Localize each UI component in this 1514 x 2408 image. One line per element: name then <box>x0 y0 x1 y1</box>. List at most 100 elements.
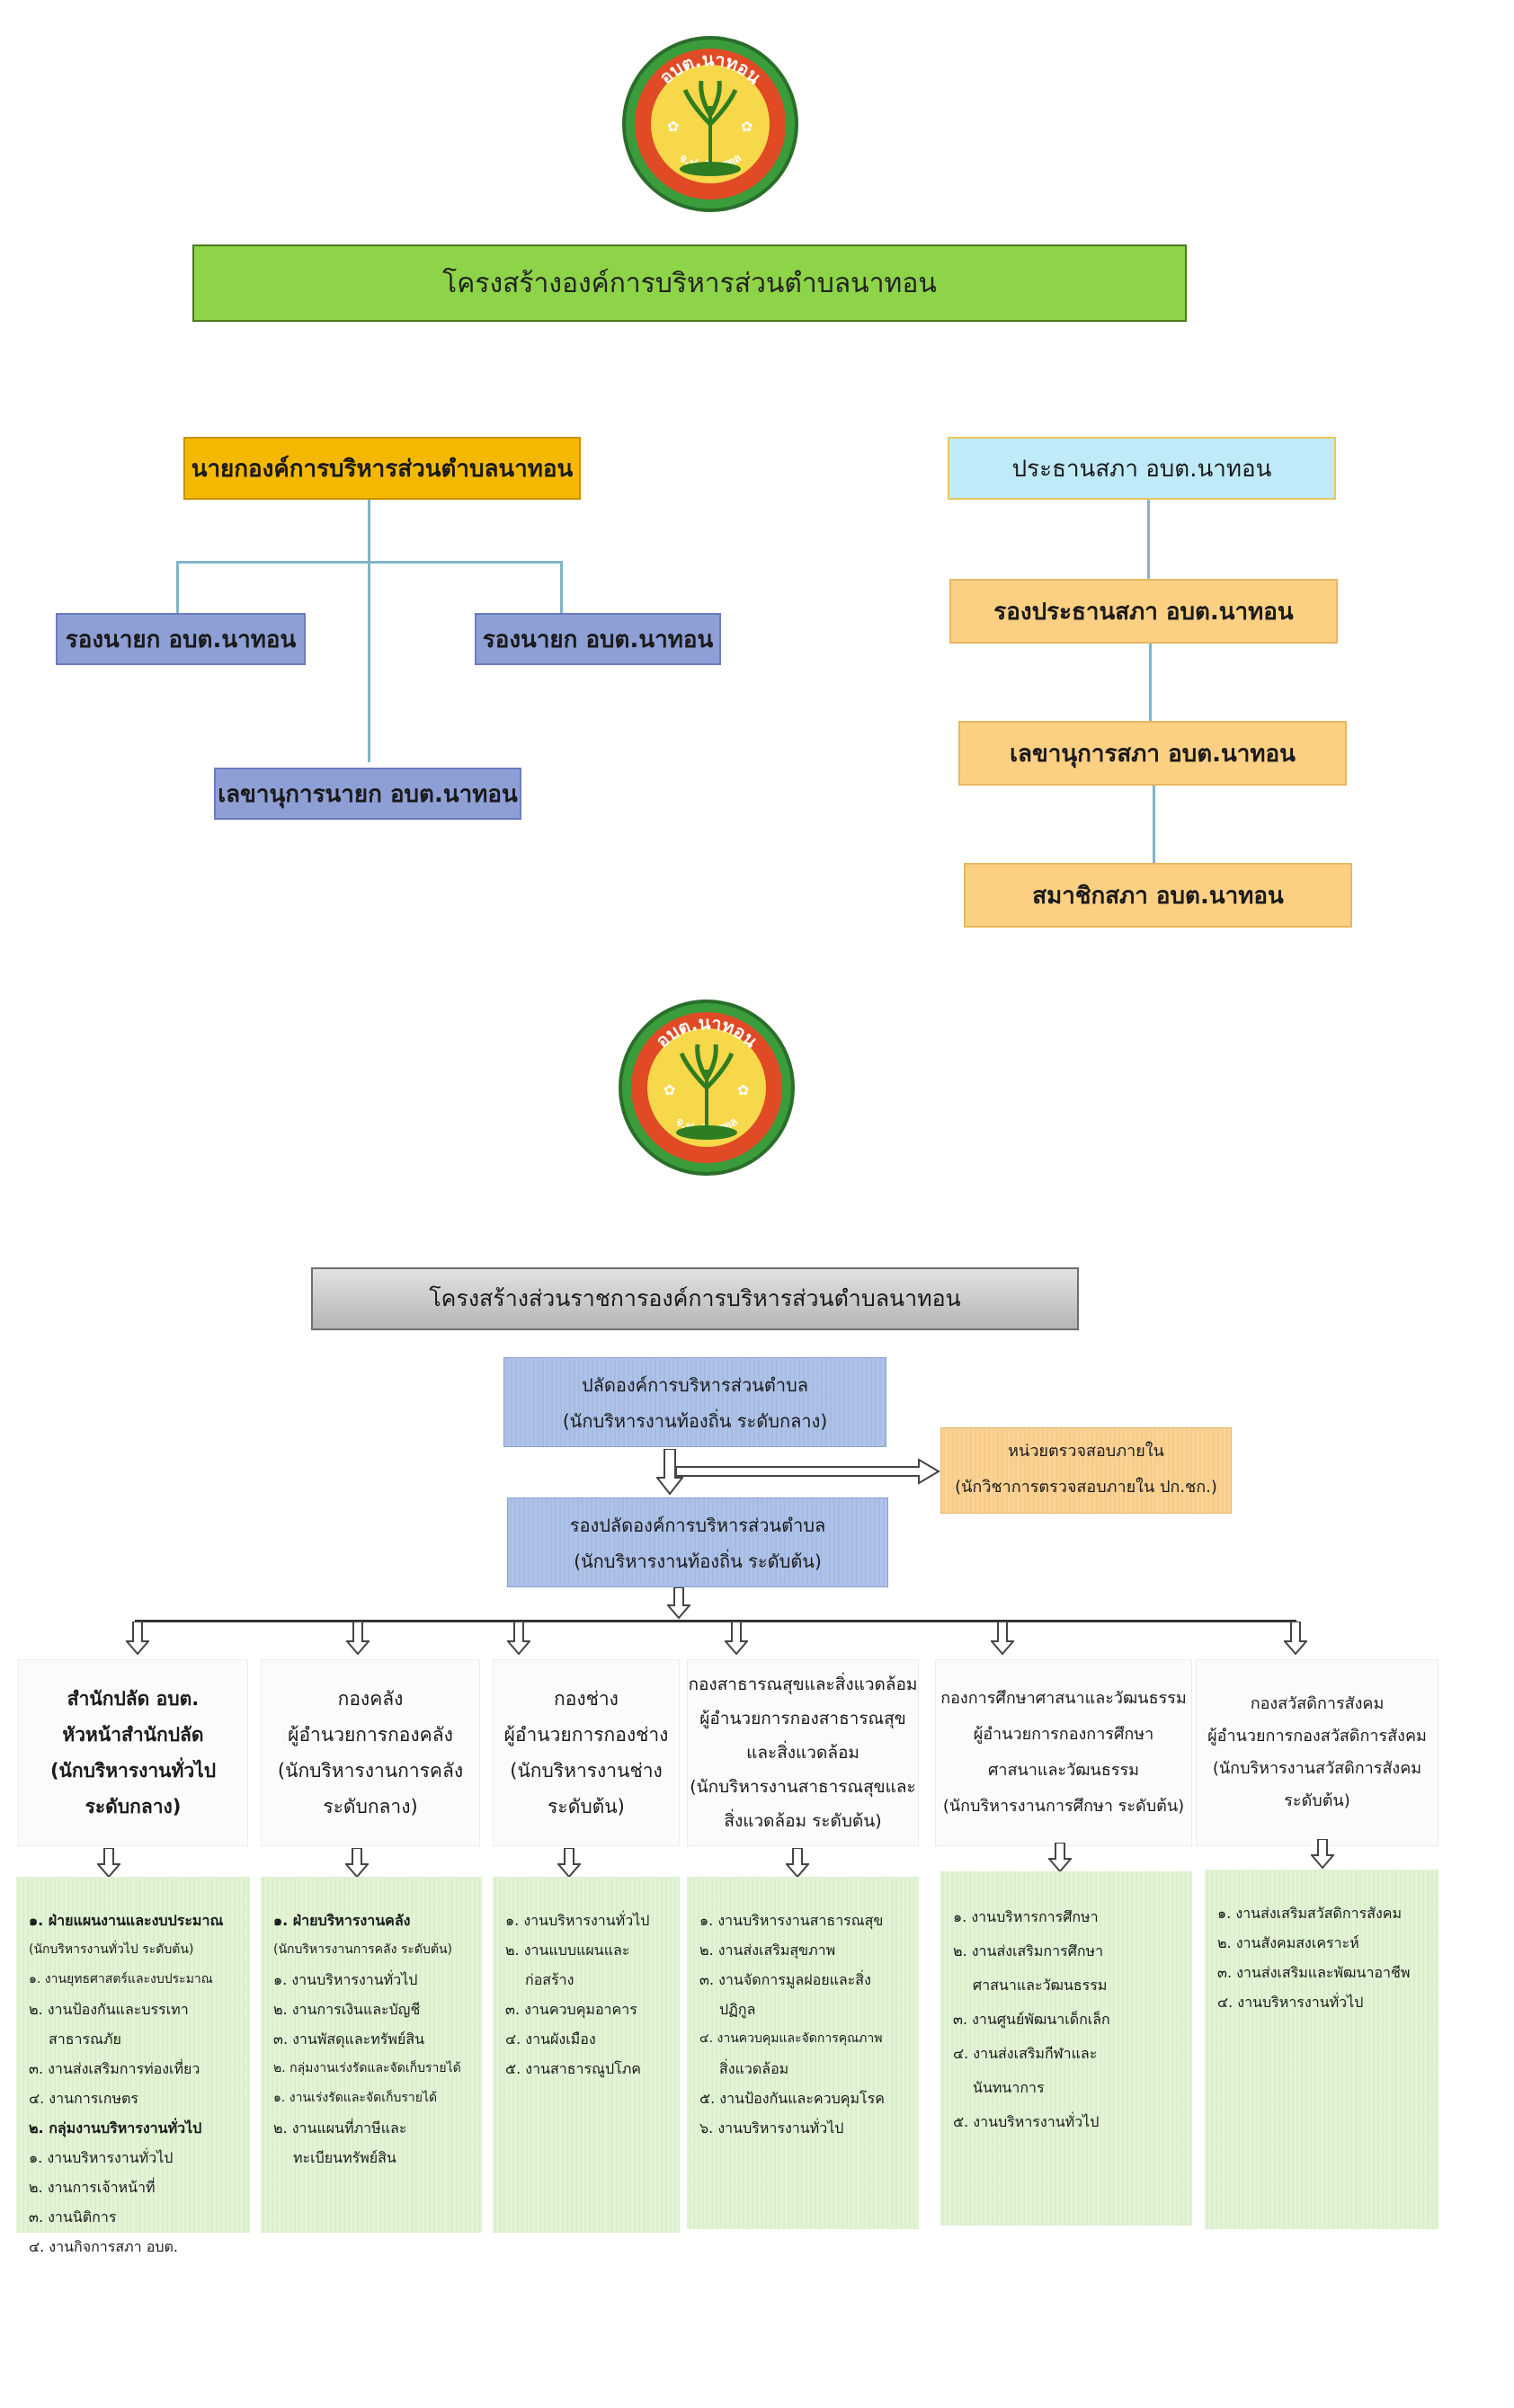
task-item: ๑. งานบริหารงานสาธารณสุข <box>699 1912 884 1929</box>
division-box-3: กองช่าง ผู้อำนวยการกองช่าง (นักบริหารงาน… <box>493 1659 680 1846</box>
audit-box: หน่วยตรวจสอบภายใน (นักวิชาการตรวจสอบภายใ… <box>940 1427 1232 1514</box>
tasks-box-3: ๑. งานบริหารงานทั่วไป ๒. งานแบบแผนและ ก่… <box>493 1877 680 2233</box>
arrow-to-audit <box>676 1458 940 1485</box>
task-item: ๒. งานแผนที่ภาษีและ <box>273 2119 407 2137</box>
task-item: ทะเบียนทรัพย์สิน <box>293 2149 396 2166</box>
division-6-line-3: (นักบริหารงานสวัสดิการสังคม <box>1212 1759 1422 1778</box>
task-item: ก่อสร้าง <box>525 1971 574 1988</box>
clerk-line2: (นักบริหารงานท้องถิ่น ระดับกลาง) <box>562 1410 828 1432</box>
division-6-line-1: กองสวัสดิการสังคม <box>1250 1694 1385 1713</box>
division-5-line-1: กองการศึกษาศาสนาและวัฒนธรรม <box>940 1689 1187 1708</box>
task-item: ๒. กลุ่มงานบริหารงานทั่วไป <box>29 2119 202 2137</box>
division-box-6: กองสวัสดิการสังคม ผู้อำนวยการกองสวัสดิกา… <box>1196 1659 1438 1846</box>
council-vice-chair-box: รองประธานสภา อบต.นาทอน <box>949 579 1338 644</box>
svg-text:✿: ✿ <box>663 1081 675 1098</box>
task-item: ๓. งานควบคุมอาคาร <box>505 2001 637 2018</box>
tasks-box-1: ๑. ฝ่ายแผนงานและงบประมาณ (นักบริหารงานทั… <box>16 1877 250 2255</box>
task-item: (นักบริหารงานการคลัง ระดับต้น) <box>273 1942 453 1957</box>
task-item: ๓. งานนิติการ <box>29 2208 117 2226</box>
division-2-line-1: กองคลัง <box>337 1688 404 1710</box>
task-item: ๑. งานบริหารการศึกษา <box>953 1908 1099 1925</box>
task-item: ๒. งานการเจ้าหน้าที่ <box>29 2179 156 2196</box>
tasks-box-5: ๑. งานบริหารการศึกษา ๒. งานส่งเสริมการศึ… <box>940 1871 1192 2226</box>
task-item: ๓. งานศูนย์พัฒนาเด็กเล็ก <box>953 2011 1110 2028</box>
task-item: ศาสนาและวัฒนธรรม <box>973 1977 1108 1994</box>
svg-text:✿: ✿ <box>737 1081 749 1098</box>
task-item: สิ่งแวดล้อม <box>719 2060 789 2077</box>
arrow-to-tasks-5 <box>1048 1843 1072 1873</box>
svg-text:✿: ✿ <box>741 118 753 135</box>
task-item: ๑. งานบริหารงานทั่วไป <box>273 1971 418 1988</box>
deputy-clerk-box: รองปลัดองค์การบริหารส่วนตำบล (นักบริหารง… <box>507 1497 888 1587</box>
tasks-box-6: ๑. งานส่งเสริมสวัสดิการสังคม ๒. งานสังคม… <box>1205 1870 1438 2229</box>
arrow-to-tasks-6 <box>1311 1839 1334 1870</box>
task-item: ๔. งานกิจการสภา อบต. <box>29 2238 178 2255</box>
task-item: ๑. ฝ่ายแผนงานและงบประมาณ <box>29 1912 224 1929</box>
task-item: ๑. งานบริหารงานทั่วไป <box>505 1912 650 1929</box>
deputy-clerk-line1: รองปลัดองค์การบริหารส่วนตำบล <box>569 1515 826 1536</box>
task-item: ๑. ฝ่ายบริหารงานคลัง <box>273 1912 411 1929</box>
division-6-line-2: ผู้อำนวยการกองสวัสดิการสังคม <box>1207 1727 1427 1746</box>
task-item: ๑. งานบริหารงานทั่วไป <box>29 2149 174 2166</box>
council-member-box: สมาชิกสภา อบต.นาทอน <box>964 863 1352 928</box>
deputy-mayor-left-box: รองนายก อบต.นาทอน <box>56 613 306 665</box>
division-5-line-3: ศาสนาและวัฒนธรรม <box>987 1761 1140 1780</box>
task-item: ๒. งานส่งเสริมสุขภาพ <box>699 1942 836 1959</box>
task-item: ๕. งานสาธารณูปโภค <box>505 2060 641 2077</box>
clerk-box: ปลัดองค์การบริหารส่วนตำบล (นักบริหารงานท… <box>503 1357 886 1447</box>
organization-logo-bottom: อบต.นาทอน จ.ทุ่มต้น สตูล ✿ ✿ <box>619 1000 795 1176</box>
arrow-to-tasks-4 <box>786 1848 809 1879</box>
division-5-line-2: ผู้อำนวยการกองการศึกษา <box>973 1725 1154 1744</box>
arrow-clerk-to-deputy <box>656 1449 683 1496</box>
division-box-4: กองสาธารณสุขและสิ่งแวดล้อม ผู้อำนวยการกอ… <box>687 1659 919 1846</box>
division-box-1: สำนักปลัด อบต. หัวหน้าสำนักปลัด (นักบริห… <box>18 1659 248 1846</box>
task-item: ปฏิกูล <box>719 2001 756 2018</box>
task-item: (นักบริหารงานทั่วไป ระดับต้น) <box>29 1942 194 1957</box>
division-box-5: กองการศึกษาศาสนาและวัฒนธรรม ผู้อำนวยการก… <box>935 1659 1192 1846</box>
organization-logo-top: อบต.นาทอน จ.ทุ่มต้น สตูล ✿ ✿ <box>622 36 798 212</box>
division-1-line-3: (นักบริหารงานทั่วไป <box>49 1760 217 1782</box>
tasks-box-4: ๑. งานบริหารงานสาธารณสุข ๒. งานส่งเสริมส… <box>687 1877 919 2229</box>
chart2-title: โครงสร้างส่วนราชการองค์การบริหารส่วนตำบล… <box>311 1267 1079 1330</box>
division-3-line-2: ผู้อำนวยการกองช่าง <box>503 1724 669 1746</box>
arrow-to-tasks-2 <box>345 1848 369 1879</box>
arrow-to-division-5 <box>991 1622 1014 1656</box>
division-3-line-3: (นักบริหารงานช่าง <box>510 1760 663 1782</box>
task-item: ๒. งานส่งเสริมการศึกษา <box>953 1942 1104 1959</box>
task-item: ๕. งานบริหารงานทั่วไป <box>953 2113 1100 2130</box>
rice-plant-icon <box>676 1044 737 1140</box>
audit-line2: (นักวิชาการตรวจสอบภายใน ปก.ชก.) <box>955 1478 1217 1497</box>
division-2-line-3: (นักบริหารงานการคลัง <box>277 1760 464 1782</box>
task-item: ๓. งานจัดการมูลฝอยและสิ่ง <box>699 1971 871 1988</box>
task-item: ๔. งานควบคุมและจัดการคุณภาพ <box>699 2031 883 2046</box>
division-3-line-1: กองช่าง <box>554 1688 619 1710</box>
division-4-line-2: ผู้อำนวยการกองสาธารณสุข <box>699 1709 906 1728</box>
division-4-line-5: สิ่งแวดล้อม ระดับต้น) <box>724 1811 882 1831</box>
tasks-box-2: ๑. ฝ่ายบริหารงานคลัง (นักบริหารงานการคลั… <box>261 1877 482 2233</box>
division-4-line-4: (นักบริหารงานสาธารณสุขและ <box>690 1777 916 1797</box>
division-1-line-4: ระดับกลาง) <box>85 1796 182 1817</box>
task-item: ๑. งานส่งเสริมสวัสดิการสังคม <box>1217 1905 1403 1922</box>
division-3-line-4: ระดับต้น) <box>548 1796 625 1817</box>
task-item: ๒. กลุ่มงานเร่งรัดและจัดเก็บรายได้ <box>273 2061 461 2075</box>
arrow-to-division-3 <box>507 1622 530 1656</box>
arrow-to-division-4 <box>725 1622 748 1656</box>
task-item: ๑. งานเร่งรัดและจัดเก็บรายได้ <box>273 2091 438 2105</box>
division-box-2: กองคลัง ผู้อำนวยการกองคลัง (นักบริหารงาน… <box>261 1659 480 1846</box>
division-1-line-2: หัวหน้าสำนักปลัด <box>62 1724 204 1746</box>
deputy-mayor-right-box: รองนายก อบต.นาทอน <box>475 613 721 665</box>
task-item: ๓. งานส่งเสริมการท่องเที่ยว <box>29 2060 200 2077</box>
division-6-line-4: ระดับต้น) <box>1284 1791 1350 1810</box>
deputy-clerk-line2: (นักบริหารงานท้องถิ่น ระดับต้น) <box>574 1551 822 1572</box>
task-item: ๖. งานบริหารงานทั่วไป <box>699 2119 844 2137</box>
task-item: ๕. งานป้องกันและควบคุมโรค <box>699 2090 885 2107</box>
arrow-to-tasks-1 <box>97 1848 120 1879</box>
council-chair-box: ประธานสภา อบต.นาทอน <box>948 437 1336 500</box>
task-item: ๑. งานยุทธศาสตร์และงบประมาณ <box>29 1972 213 1986</box>
mayor-box: นายกองค์การบริหารส่วนตำบลนาทอน <box>183 437 581 500</box>
task-item: ๓. งานส่งเสริมและพัฒนาอาชีพ <box>1217 1964 1411 1981</box>
task-item: ๒. งานสังคมสงเคราะห์ <box>1217 1934 1359 1951</box>
task-item: ๔. งานบริหารงานทั่วไป <box>1217 1994 1364 2011</box>
arrow-to-tasks-3 <box>557 1848 581 1879</box>
council-secretary-box: เลขานุการสภา อบต.นาทอน <box>958 721 1347 786</box>
